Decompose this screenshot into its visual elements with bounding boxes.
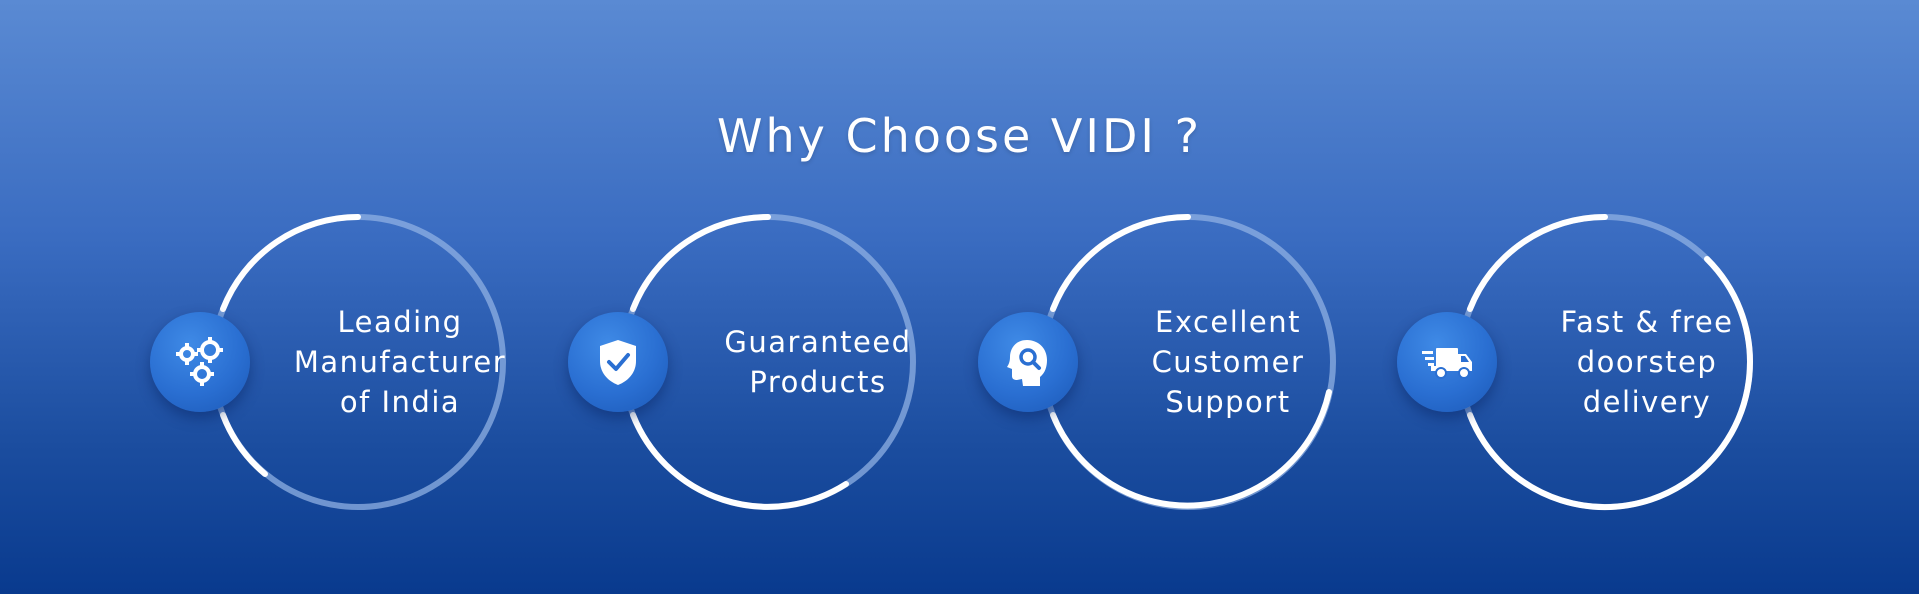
badge [978, 312, 1078, 412]
shield-check-icon [600, 340, 636, 385]
feature-fast-delivery: Fast & free doorstep delivery [1397, 212, 1787, 512]
feature-label-line: Excellent [1155, 305, 1301, 339]
delivery-truck-icon [1422, 348, 1472, 379]
feature-label-line: Customer [1151, 345, 1305, 379]
feature-label-line: Manufacturer [293, 345, 507, 379]
badge [1397, 312, 1497, 412]
feature-label-line: Guaranteed [724, 325, 912, 359]
badge [150, 312, 250, 412]
feature-label-line: Fast & free [1560, 305, 1734, 339]
feature-label: Excellent Customer Support [1088, 212, 1368, 512]
gears-icon [176, 337, 223, 386]
feature-label: Leading Manufacturer of India [260, 212, 540, 512]
feature-leading-manufacturer: Leading Manufacturer of India [150, 212, 540, 512]
feature-guaranteed-products: Guaranteed Products [568, 212, 958, 512]
feature-label-line: Products [749, 365, 887, 399]
feature-label: Fast & free doorstep delivery [1507, 212, 1787, 512]
feature-label-line: of India [339, 385, 461, 419]
feature-customer-support: Excellent Customer Support [978, 212, 1368, 512]
feature-label-line: delivery [1582, 385, 1712, 419]
section-title: Why Choose VIDI ? [717, 108, 1202, 163]
feature-label-line: Support [1165, 385, 1291, 419]
headset-support-icon [1007, 340, 1047, 386]
feature-label: Guaranteed Products [678, 212, 958, 512]
feature-label-line: Leading [337, 305, 463, 339]
feature-label-line: doorstep [1576, 345, 1718, 379]
badge [568, 312, 668, 412]
